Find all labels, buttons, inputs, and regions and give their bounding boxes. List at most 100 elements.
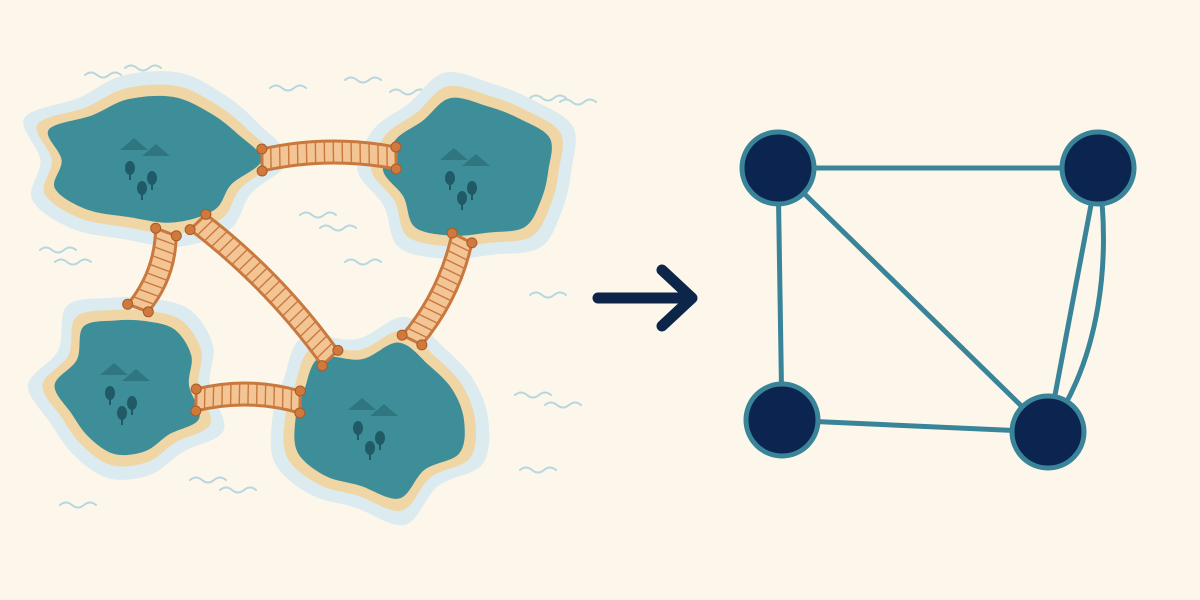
hill-top-right-2 — [462, 154, 490, 166]
bridge-top-right-bottom-right — [396, 227, 478, 351]
water-waves — [39, 64, 597, 509]
wave-2 — [124, 64, 162, 72]
graph-node-A — [739, 129, 817, 207]
wave-17 — [219, 486, 257, 494]
bridge-plank — [143, 280, 163, 289]
bridge-plank — [300, 321, 316, 337]
graph-node-D — [1009, 393, 1087, 471]
bridge-post — [200, 208, 212, 220]
bridge-plank — [225, 243, 241, 259]
edge-C-D — [781, 417, 1049, 435]
bridge-top-left-top-right — [256, 139, 402, 177]
tree-bottom-right-3 — [365, 441, 375, 455]
bridge-plank — [316, 343, 333, 359]
tree-top-right-3 — [457, 191, 467, 205]
bridge-bottom-left-bottom-right — [190, 381, 306, 419]
bridge-post — [466, 237, 478, 249]
wave-8 — [39, 246, 77, 254]
wave-9 — [54, 258, 92, 266]
tree-top-left-1 — [125, 161, 135, 175]
bridge-post — [396, 329, 408, 341]
graph-node-B — [1059, 129, 1137, 207]
bridge-plank — [282, 300, 299, 316]
bridge-post — [294, 385, 306, 397]
wave-19 — [519, 466, 557, 474]
bridge-plank — [251, 268, 268, 283]
bridge-post — [446, 227, 458, 239]
bridge-plank — [450, 241, 470, 252]
bridge-plank — [413, 320, 433, 331]
bridge-plank — [439, 275, 459, 286]
tree-bottom-right-1 — [353, 421, 363, 435]
tree-bottom-left-2 — [127, 396, 137, 410]
wave-10 — [299, 211, 337, 219]
bridge-plank — [258, 274, 274, 290]
hill-top-left-1 — [120, 138, 148, 150]
bridge-plank — [435, 283, 455, 294]
wave-18 — [59, 501, 97, 509]
hill-top-right-1 — [440, 148, 468, 160]
bridge-post — [170, 230, 182, 242]
bridge-post — [150, 222, 162, 234]
graph-nodes — [739, 129, 1137, 471]
bridges — [122, 139, 478, 419]
graph-node-C — [743, 381, 821, 459]
bridge-plank — [432, 290, 451, 302]
bridge-post — [390, 163, 402, 175]
bridge-plank — [294, 314, 310, 330]
bridge-plank — [139, 288, 159, 297]
island-bottom-right — [294, 342, 465, 499]
tree-bottom-left-3 — [117, 406, 127, 420]
wave-7 — [559, 98, 597, 106]
bridge-post — [256, 143, 268, 155]
bridge-plank — [238, 255, 255, 271]
wave-12 — [344, 258, 382, 266]
bridge-post — [190, 405, 202, 417]
bridge-plank — [204, 225, 220, 241]
island-top-right — [382, 97, 552, 236]
bridge-plank — [423, 306, 443, 317]
bridge-post — [142, 306, 154, 318]
bridge-post — [184, 224, 196, 236]
tree-top-left-2 — [147, 171, 157, 185]
bridge-plank — [305, 328, 322, 344]
bridge-plank — [270, 287, 287, 303]
island-bottom-left — [54, 319, 200, 456]
bridge-top-left-bottom-left — [122, 222, 182, 318]
hill-top-left-2 — [142, 144, 170, 156]
hill-bottom-left-1 — [100, 363, 128, 375]
arrow-head — [656, 264, 698, 332]
bridge-post — [416, 339, 428, 351]
bridge-plank — [245, 261, 261, 277]
bridge-plank — [155, 237, 176, 246]
wave-5 — [389, 88, 427, 96]
wave-3 — [269, 84, 307, 92]
wave-4 — [344, 76, 382, 84]
bridge-plank — [154, 246, 174, 255]
bridge-plank — [448, 250, 467, 261]
island-decorations — [100, 138, 490, 460]
wave-6 — [529, 94, 567, 102]
bridge-top-left-bottom-right — [184, 208, 344, 372]
bridge-plank — [288, 307, 305, 323]
bridge-post — [122, 298, 134, 310]
tree-bottom-right-2 — [375, 431, 385, 445]
wave-16 — [189, 476, 227, 484]
bridge-plank — [218, 237, 234, 253]
bridge-post — [190, 383, 202, 395]
islands — [47, 95, 552, 499]
wave-13 — [529, 291, 567, 299]
edge-A-C — [775, 167, 785, 421]
bridge-plank — [150, 264, 170, 273]
wave-1 — [84, 71, 122, 79]
bridge-plank — [152, 255, 173, 264]
tree-top-right-2 — [467, 181, 477, 195]
bridge-plank — [408, 327, 427, 339]
bridge-post — [390, 141, 402, 153]
wave-11 — [319, 224, 357, 232]
bridge-plank — [134, 296, 154, 305]
island-top-left — [47, 95, 262, 223]
tree-top-left-3 — [137, 181, 147, 195]
